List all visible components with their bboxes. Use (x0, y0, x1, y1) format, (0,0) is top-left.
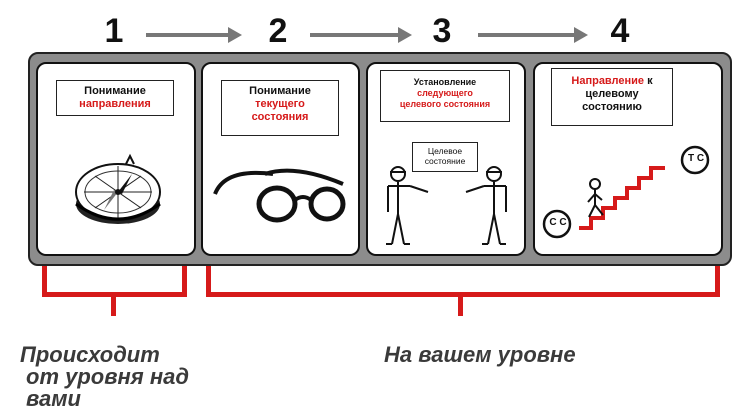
card-current-state-line1: Понимание (249, 85, 311, 97)
card-current-state: Понимание текущего состояния (201, 62, 360, 256)
card-current-state-line2: текущего (255, 98, 305, 111)
card-next-target-line2: следующего (417, 87, 473, 98)
card-direction-to-target-line1: Направление к (552, 75, 672, 88)
card-direction-to-target-label: Направление к целевому состоянию (551, 68, 673, 126)
arrow-3-to-4 (478, 27, 588, 43)
glasses-icon (213, 168, 346, 223)
card-direction-to-target-line2: целевому (585, 88, 639, 101)
scope-above-line2: от уровня над (26, 364, 189, 389)
card-direction-to-target-line1-black: к (644, 75, 653, 87)
target-state-sign-line1: Целевое (427, 146, 463, 156)
card-direction-to-target-line1-red: Направление (571, 75, 645, 87)
step-number-4: 4 (610, 12, 630, 50)
current-state-badge: C C (549, 217, 567, 228)
scope-your-level-text: На вашем уровне (384, 342, 576, 367)
card-next-target-line1: Установление (413, 77, 477, 87)
stairs-icon (542, 145, 710, 239)
arrow-1-to-2 (146, 27, 242, 43)
scope-above-line3: вами (26, 386, 81, 411)
people-with-sign-icon (386, 166, 507, 245)
step-number-3: 3 (432, 12, 452, 50)
card-direction-to-target-line3: состоянию (582, 101, 642, 114)
compass-icon (75, 153, 161, 224)
target-state-sign: Целевое состояние (412, 142, 478, 172)
scope-above-line1: Происходит (20, 342, 160, 367)
card-direction: Понимание направления (36, 62, 196, 256)
target-state-badge: T C (687, 153, 705, 164)
scope-above-level-text: Происходит от уровня над вами (20, 344, 189, 410)
card-direction-line2: направления (79, 98, 151, 111)
card-current-state-label: Понимание текущего состояния (221, 80, 339, 136)
card-next-target-label: Установление следующего целевого состоян… (380, 70, 510, 122)
card-next-target-line3: целевого состояния (399, 98, 491, 109)
step-number-2: 2 (268, 12, 288, 50)
card-direction-line1: Понимание (84, 85, 146, 97)
arrow-2-to-3 (310, 27, 412, 43)
card-direction-label: Понимание направления (56, 80, 174, 116)
step-number-1: 1 (104, 12, 124, 50)
card-current-state-line3: состояния (251, 111, 309, 124)
target-state-sign-line2: состояние (424, 156, 466, 167)
card-next-target-state: Установление следующего целевого состоян… (366, 62, 526, 256)
card-direction-to-target: Направление к целевому состоянию C C T C (533, 62, 723, 256)
